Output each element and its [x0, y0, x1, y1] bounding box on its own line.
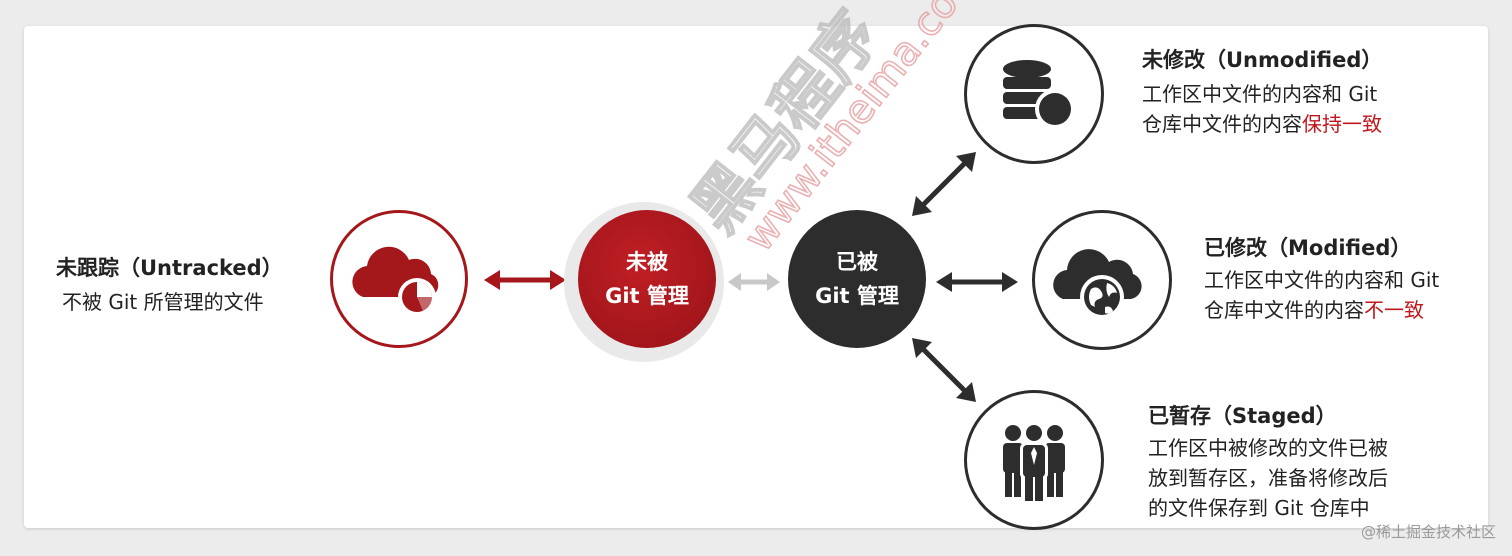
staged-title: 已暂存（Staged）: [1148, 404, 1337, 428]
unmodified-title: 未修改（Unmodified）: [1142, 48, 1383, 72]
managed-line1: 已被: [836, 250, 878, 274]
untracked-title: 未跟踪（Untracked）: [56, 256, 283, 280]
unmodified-desc2: 仓库中文件的内容保持一致: [1142, 110, 1382, 138]
unmodified-desc2-prefix: 仓库中文件的内容: [1142, 112, 1302, 136]
modified-circle: [1032, 210, 1172, 350]
managed-circle: 已被 Git 管理: [788, 210, 926, 348]
arrow-notmanaged-managed: [728, 273, 780, 291]
unmodified-desc2-highlight: 保持一致: [1302, 112, 1382, 136]
untracked-desc: 不被 Git 所管理的文件: [62, 290, 264, 314]
modified-desc2: 仓库中文件的内容不一致: [1204, 296, 1424, 324]
managed-line2: Git 管理: [815, 284, 899, 308]
cloud-globe-icon: [1053, 249, 1142, 319]
footer-watermark: @稀土掘金技术社区: [1360, 523, 1496, 541]
people-icon: [1003, 422, 1065, 501]
not-managed-line2: Git 管理: [605, 284, 689, 308]
staged-circle: [964, 390, 1104, 530]
database-icon: [1003, 60, 1075, 129]
unmodified-circle: [964, 24, 1104, 164]
untracked-circle: [330, 210, 468, 348]
modified-desc2-highlight: 不一致: [1364, 298, 1424, 322]
modified-desc1: 工作区中文件的内容和 Git: [1204, 268, 1440, 292]
modified-desc2-prefix: 仓库中文件的内容: [1204, 298, 1364, 322]
staged-desc3: 的文件保存到 Git 仓库中: [1148, 496, 1370, 520]
unmodified-desc1: 工作区中文件的内容和 Git: [1142, 82, 1378, 106]
arrow-untracked-notmanaged: [484, 270, 566, 290]
cloud-chart-icon: [352, 246, 439, 316]
arrow-managed-unmodified: [912, 152, 976, 216]
not-managed-line1: 未被: [626, 250, 668, 274]
staged-desc1: 工作区中被修改的文件已被: [1148, 436, 1388, 460]
arrow-managed-staged: [912, 338, 976, 402]
watermark-cn: 黑马程序: [678, 0, 894, 246]
modified-title: 已修改（Modified）: [1204, 236, 1412, 260]
staged-desc2: 放到暂存区，准备将修改后: [1148, 466, 1388, 490]
arrow-managed-modified: [936, 272, 1018, 292]
not-managed-circle: 未被 Git 管理: [578, 210, 716, 348]
diagram-card: 黑马程序 www.itheima.co 未跟踪（Untracked） 不被 Gi…: [24, 0, 1488, 530]
